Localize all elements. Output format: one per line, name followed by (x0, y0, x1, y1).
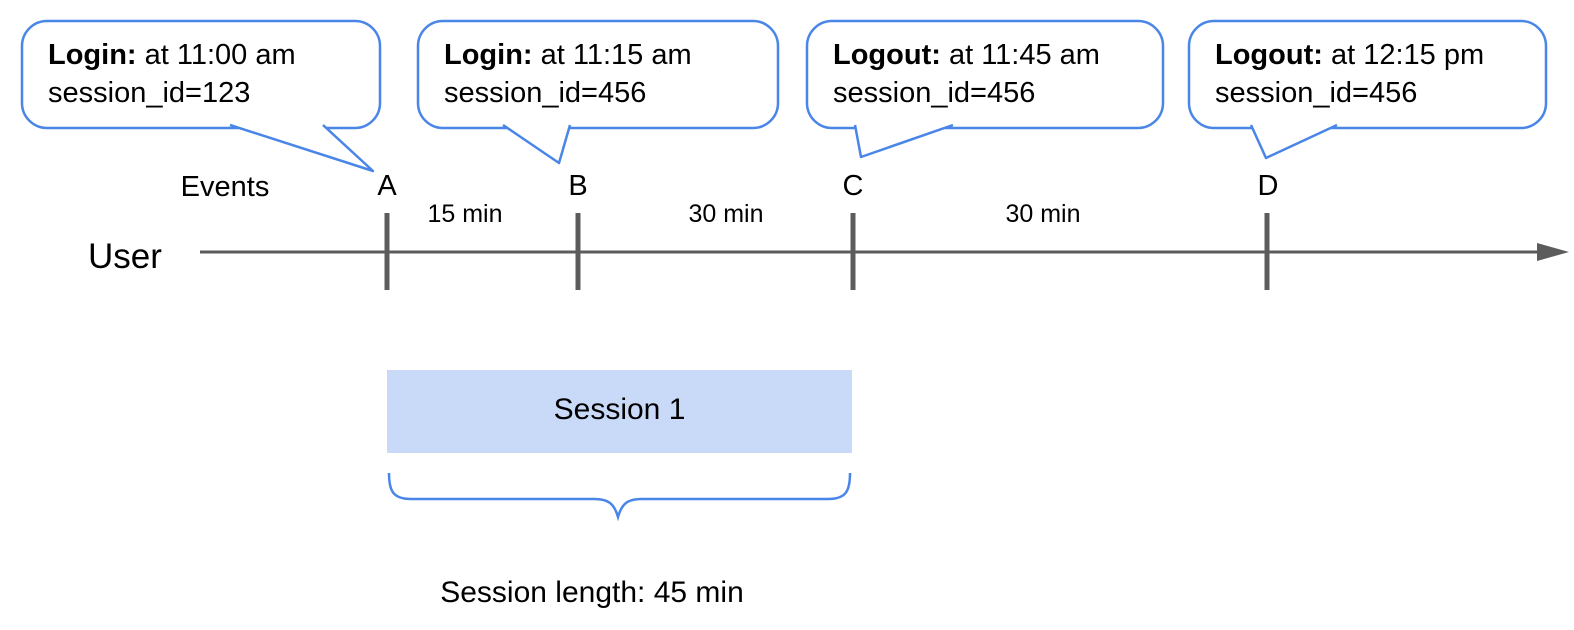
callout-1-session-id: session_id=123 (48, 77, 251, 109)
interval-label-cd: 30 min (1005, 200, 1081, 228)
interval-label-bc: 30 min (688, 200, 764, 228)
callout-2-event-type: Login: (444, 39, 533, 71)
callout-3-time: at 11:45 am (948, 39, 1100, 71)
callout-1-time: at 11:00 am (144, 39, 296, 71)
callout-tail-1 (229, 123, 375, 173)
callout-1-event-type: Login: (48, 39, 137, 71)
callout-4-time: at 12:15 pm (1330, 39, 1485, 71)
callout-2-session-id: session_id=456 (444, 77, 647, 109)
callout-bubble-3 (805, 19, 1165, 130)
event-label-a: A (377, 170, 397, 202)
interval-label-ab: 15 min (427, 200, 503, 228)
callout-tail-2 (502, 123, 572, 165)
callout-4-line1: Logout: at 12:15 pm (1215, 36, 1484, 74)
callout-3-event-type: Logout: (833, 39, 941, 71)
events-label: Events (180, 171, 270, 203)
event-label-d: D (1257, 170, 1279, 202)
callout-bubble-4 (1187, 19, 1548, 130)
callout-4-text: Logout: at 12:15 pm session_id=456 (1215, 36, 1484, 112)
callout-tail-4 (1249, 123, 1338, 160)
session-length-label: Session length: 45 min (440, 576, 744, 609)
callout-2-line1: Login: at 11:15 am (444, 36, 692, 74)
callout-1-line1: Login: at 11:00 am (48, 36, 296, 74)
callout-1-text: Login: at 11:00 am session_id=123 (48, 36, 296, 112)
callout-4-session-id: session_id=456 (1215, 77, 1418, 109)
callout-4-event-type: Logout: (1215, 39, 1323, 71)
callout-bubble-1 (20, 19, 382, 130)
callout-3-line1: Logout: at 11:45 am (833, 36, 1100, 74)
callout-tail-3 (853, 123, 954, 159)
session-box (387, 370, 852, 453)
callout-bubble-2 (416, 19, 780, 130)
callout-2-text: Login: at 11:15 am session_id=456 (444, 36, 692, 112)
callout-2-time: at 11:15 am (540, 39, 692, 71)
event-label-b: B (568, 170, 588, 202)
timeline-arrowhead (1537, 243, 1569, 261)
callout-3-session-id: session_id=456 (833, 77, 1036, 109)
session-box-label: Session 1 (553, 393, 686, 426)
event-label-c: C (842, 170, 864, 202)
callout-3-text: Logout: at 11:45 am session_id=456 (833, 36, 1100, 112)
user-axis-label: User (88, 237, 162, 276)
session-brace (387, 472, 852, 522)
